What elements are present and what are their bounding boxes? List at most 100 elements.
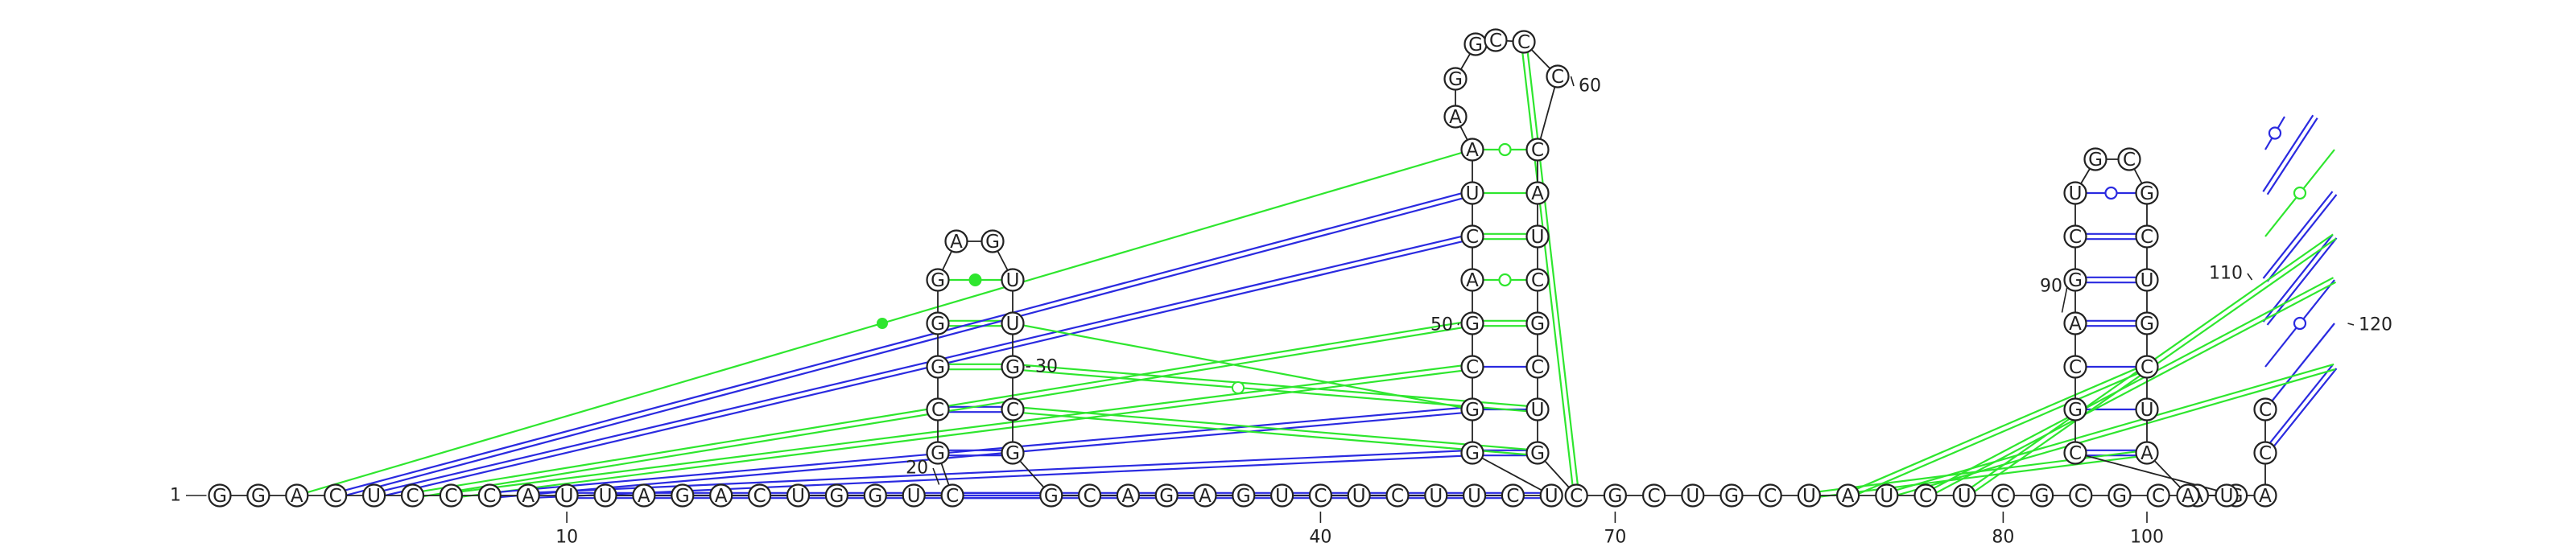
nucleotide-37: A — [1193, 483, 1217, 508]
nucleotide-letter: G — [1159, 486, 1174, 507]
nucleotide-letter: C — [2123, 150, 2136, 171]
nucleotide-letter: C — [2069, 357, 2082, 378]
nucleotide-letter: U — [1429, 486, 1443, 507]
nucleotide-letter: A — [2069, 314, 2082, 335]
nucleotide-letter: A — [638, 486, 650, 507]
nucleotide-letter: G — [1608, 486, 1622, 507]
base-pair-line — [489, 405, 1472, 494]
axis-tick-label: 40 — [1309, 528, 1331, 548]
nucleotide-letter: G — [868, 486, 882, 507]
nucleotide-33: G — [1039, 483, 1063, 508]
nucleotide-letter: A — [1449, 107, 1462, 128]
nucleotide-75: U — [1797, 483, 1821, 508]
nucleotide-10: U — [555, 483, 579, 508]
nucleotide-90: A — [2063, 311, 2087, 335]
nucleotide-letter: G — [2088, 150, 2103, 171]
base-pair-line — [2262, 114, 2314, 192]
nucleotide-21: G — [926, 441, 950, 465]
nucleotide-2: G — [246, 483, 270, 508]
wobble-pair-marker — [2293, 316, 2307, 331]
nucleotide-19: U — [902, 483, 926, 508]
nucleotide-letter: U — [1545, 486, 1558, 507]
backbone-segment — [1537, 76, 1558, 150]
nucleotide-42: C — [1385, 483, 1410, 508]
nucleotide-91: G — [2063, 268, 2087, 292]
nucleotide-66: C — [1525, 355, 1550, 379]
nucleotide-8: C — [477, 483, 502, 508]
backbone-segment — [2074, 452, 2236, 496]
nucleotide-102: A — [2135, 441, 2159, 465]
nucleotide-23: G — [926, 355, 950, 379]
nucleotide-letter: U — [2140, 270, 2154, 291]
axis-tick-label: 100 — [2130, 528, 2164, 548]
nucleotide-93: U — [2063, 181, 2087, 205]
nucleotide-letter: G — [985, 232, 1000, 253]
nucleotide-73: G — [1719, 483, 1744, 508]
label-connector — [2247, 273, 2253, 281]
nucleotide-letter: G — [829, 486, 844, 507]
nucleotide-letter: U — [2140, 400, 2154, 421]
axis-tick-label: 80 — [1992, 528, 2014, 548]
nucleotide-letter: C — [1314, 486, 1327, 507]
nucleotide-letter: A — [1842, 486, 1855, 507]
nucleotide-40: C — [1308, 483, 1333, 508]
nucleotide-74: C — [1758, 483, 1782, 508]
base-pair-line — [336, 195, 1474, 500]
base-pair-line — [1923, 277, 2334, 495]
nucleotide-34: C — [1077, 483, 1102, 508]
nucleotide-7: C — [439, 483, 464, 508]
nucleotide-letter: C — [1531, 270, 1544, 291]
noncanonical-pair-marker — [968, 273, 982, 286]
nucleotide-letter: C — [1506, 486, 1519, 507]
nucleotide-letter: A — [1466, 140, 1479, 161]
interaction-dot — [1232, 381, 1245, 394]
label-connector — [2347, 323, 2355, 326]
nucleotide-63: U — [1525, 224, 1550, 249]
nucleotide-letter: U — [1531, 400, 1545, 421]
nucleotide-77: U — [1875, 483, 1899, 508]
nucleotide-letter: G — [213, 486, 227, 507]
nucleotide-letter: G — [2035, 486, 2050, 507]
base-pair-line — [374, 238, 1473, 500]
nucleotide-letter: U — [1802, 486, 1816, 507]
nucleotide-letter: A — [1199, 486, 1212, 507]
nucleotide-25: G — [926, 268, 950, 292]
nucleotide-letter: A — [1531, 183, 1544, 204]
nucleotide-letter: C — [2259, 400, 2272, 421]
wobble-pair-marker — [2268, 126, 2282, 140]
nucleotide-87: C — [2063, 441, 2087, 465]
base-pair-line — [1013, 363, 1538, 408]
nucleotide-22: C — [926, 397, 950, 421]
position-label: 110 — [2209, 264, 2243, 284]
nucleotide-1: G — [208, 483, 232, 508]
nucleotide-letter: G — [1530, 314, 1545, 335]
nucleotide-13: G — [671, 483, 695, 508]
nucleotide-letter: U — [599, 486, 613, 507]
base-pair-interactions — [296, 41, 2338, 500]
nucleotide-18: G — [863, 483, 887, 508]
base-pair-line — [1926, 281, 2337, 499]
nucleotide-39: U — [1269, 483, 1294, 508]
nucleotide-48: G — [1460, 397, 1484, 421]
wobble-pair-marker — [2293, 186, 2307, 200]
nucleotide-letter: G — [931, 314, 945, 335]
nucleotide-94: G — [2083, 147, 2107, 171]
nucleotide-letter: C — [1648, 486, 1661, 507]
nucleotide-88: G — [2063, 397, 2087, 421]
nucleotide-97: C — [2135, 224, 2159, 249]
nucleotide-54: A — [1460, 138, 1484, 162]
base-pair-line — [2266, 117, 2318, 195]
base-pair-line — [2266, 368, 2338, 455]
nucleotide-letter: U — [791, 486, 805, 507]
nucleotide-29: U — [1001, 311, 1025, 335]
wobble-pair-marker — [2104, 186, 2118, 200]
nucleotide-55: A — [1443, 105, 1468, 129]
base-pair-line — [489, 411, 1473, 500]
nucleotide-99: G — [2135, 311, 2159, 335]
nucleotide-24: G — [926, 311, 950, 335]
nucleotide-52: C — [1460, 224, 1484, 249]
nucleotide-51: A — [1460, 268, 1484, 292]
